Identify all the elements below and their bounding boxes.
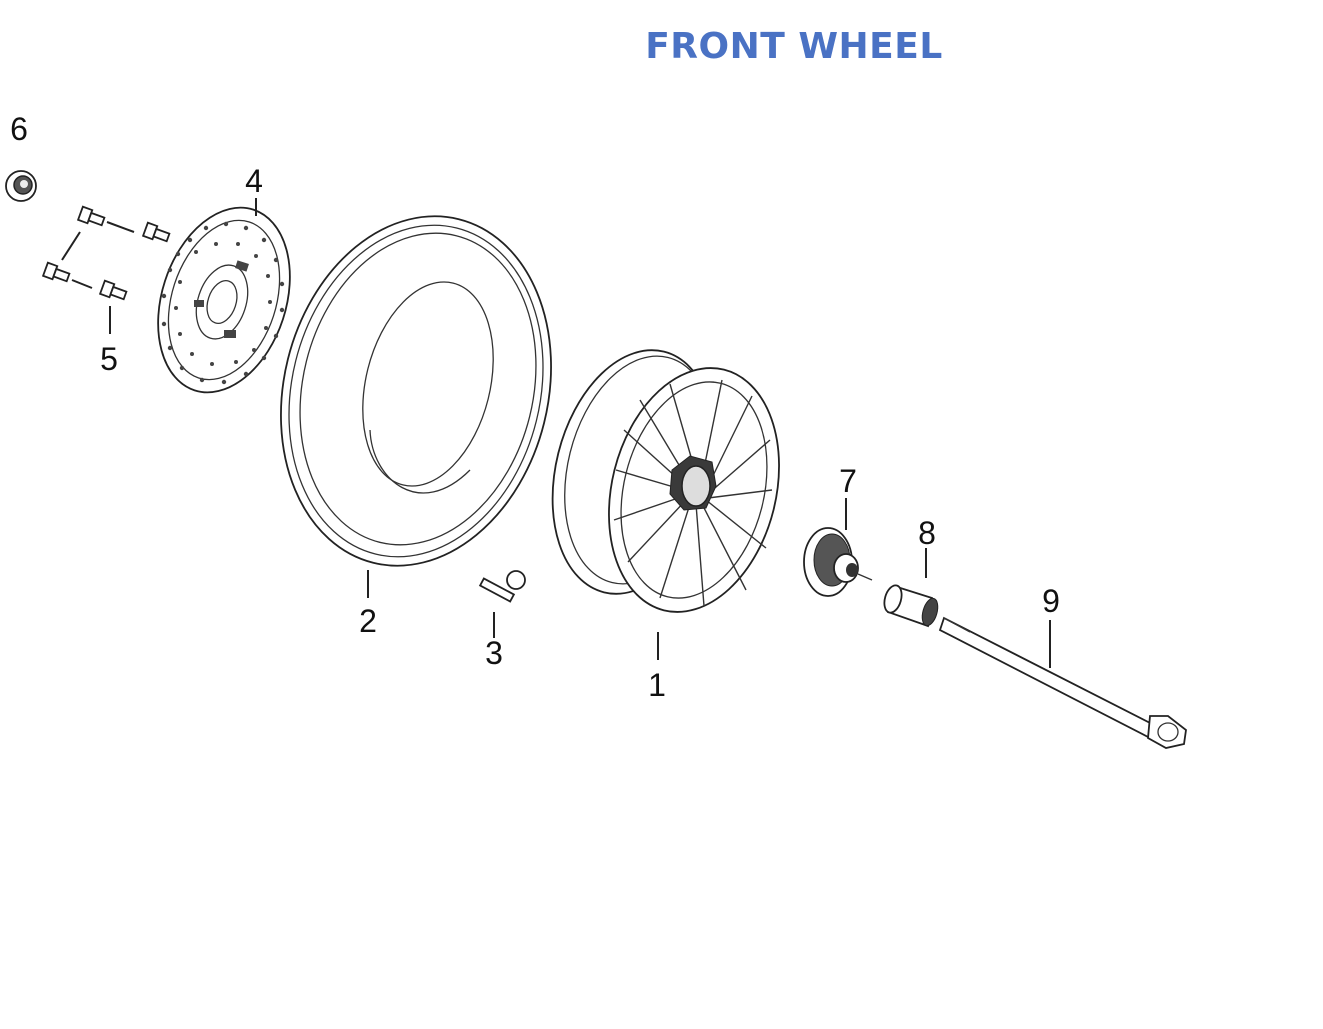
brake-disc-icon[interactable] [136, 190, 313, 409]
speedometer-gear-icon[interactable] [803, 527, 873, 597]
valve-icon[interactable] [478, 570, 526, 603]
callout-number-4: 4 [245, 163, 263, 199]
disc-bolts-icon[interactable] [41, 205, 171, 334]
page-title: FRONT WHEEL [645, 26, 943, 67]
callout-number-3: 3 [485, 635, 503, 671]
callout-number-2: 2 [359, 603, 377, 639]
spacer-collar-icon[interactable] [881, 583, 940, 628]
callout-number-8: 8 [918, 515, 936, 551]
front-axle-icon[interactable] [938, 616, 1187, 749]
axle-nut-icon[interactable] [5, 170, 37, 202]
callout-number-6: 6 [10, 111, 28, 147]
callout-number-9: 9 [1042, 583, 1060, 619]
tire-icon[interactable] [245, 187, 587, 594]
callout-number-1: 1 [648, 667, 666, 703]
callout-number-5: 5 [100, 341, 118, 377]
callout-number-7: 7 [839, 463, 857, 499]
rim-wheel-icon[interactable] [528, 333, 803, 630]
